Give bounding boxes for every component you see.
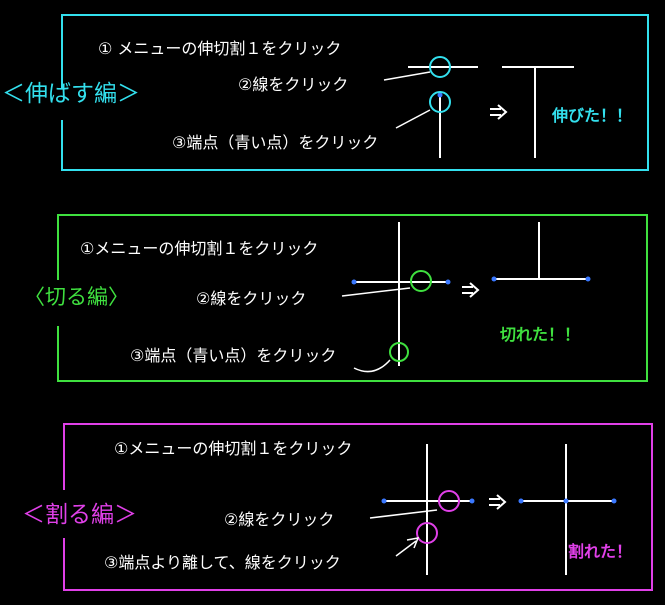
endpoint-dot [611,498,617,504]
pointer-line [383,71,431,81]
pointer-line [353,359,391,373]
result-label: 伸びた！！ [551,106,632,125]
arrow-right-icon [490,104,508,120]
step-3-label: ③端点（青い点）をクリック [130,346,336,365]
section-frame [57,214,648,382]
step-1-label: ①メニューの伸切割１をクリック [80,239,318,258]
section-cut: 〈切る編〉 ①メニューの伸切割１をクリック ②線をクリック ③端点（青い点）をク… [24,214,648,382]
section-extend: ＜伸ばす編＞ ① メニューの伸切割１をクリック ②線をクリック ③端点（青い点）… [2,14,649,171]
endpoint-dot [585,276,591,282]
endpoint-dot [351,279,357,285]
section-title: 〈切る編〉 [24,285,129,309]
endpoint-dot [445,279,451,285]
endpoint-dot [491,276,497,282]
section-frame [63,423,653,591]
section-title: ＜割る編＞ [22,502,137,528]
step-1-label: ①メニューの伸切割１をクリック [114,439,352,458]
split-point-dot [563,498,569,504]
pointer-line [369,509,438,519]
arrow-right-icon [462,282,480,298]
pointer-line [395,109,431,129]
step-2-label: ②線をクリック [224,510,334,529]
section-frame [61,14,649,171]
endpoint-dot [437,92,443,98]
click-circle-split [416,522,438,544]
endpoint-dot [469,498,475,504]
click-circle-line [429,56,451,78]
click-circle-endpoint [389,342,409,362]
pointer-line [341,287,411,297]
click-circle-line [438,490,460,512]
step-2-label: ②線をクリック [196,289,306,308]
arrow-right-icon [489,494,507,510]
result-label: 割れた！ [568,542,632,561]
click-circle-line [410,270,432,292]
section-title: ＜伸ばす編＞ [2,81,140,107]
step-3-label: ③端点より離して、線をクリック [104,553,341,572]
endpoint-dot [518,498,524,504]
click-circle-endpoint [429,91,451,113]
step-1-label: ① メニューの伸切割１をクリック [98,39,341,58]
pointer-line [395,540,417,557]
step-2-label: ②線をクリック [238,75,348,94]
endpoint-dot [381,498,387,504]
step-3-label: ③端点（青い点）をクリック [172,133,378,152]
result-label: 切れた！！ [500,325,580,344]
section-split: ＜割る編＞ ①メニューの伸切割１をクリック ②線をクリック ③端点より離して、線… [22,423,653,591]
pointer-arrowhead [406,537,420,549]
